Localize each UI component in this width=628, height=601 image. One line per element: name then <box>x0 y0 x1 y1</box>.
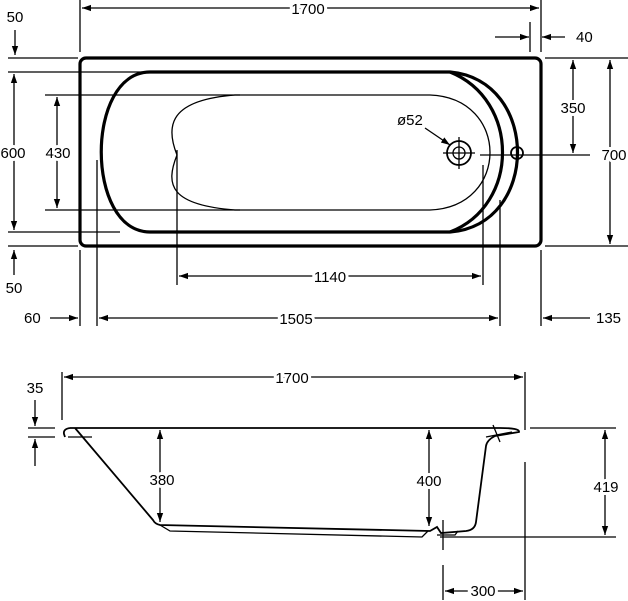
dim-basin-width: 430 <box>45 145 70 162</box>
dim-right-offset: 135 <box>596 310 621 327</box>
side-dim-depth-right: 400 <box>416 473 441 490</box>
dim-drain-to-edge: 350 <box>560 100 585 117</box>
side-dim-rim-thickness: 35 <box>27 380 44 397</box>
drain-diameter-label: ø52 <box>397 112 423 129</box>
drain <box>443 137 475 169</box>
tub-basin-inner-arc <box>449 70 505 234</box>
tub-basin-floor <box>171 94 491 211</box>
side-view: 1700 35 380 400 419 300 <box>27 367 622 601</box>
extension-lines <box>8 0 628 326</box>
top-view: ø52 1700 40 350 <box>0 0 628 328</box>
dim-width-inner: 600 <box>0 145 25 162</box>
side-extension-lines <box>28 372 616 600</box>
dim-inner-length: 1505 <box>279 311 312 328</box>
tub-side-profile <box>70 427 520 534</box>
dim-rim-bottom: 50 <box>6 280 23 297</box>
side-dim-overall-length: 1700 <box>275 370 308 387</box>
side-dim-depth-left: 380 <box>149 472 174 489</box>
side-dim-drain-from-end: 300 <box>470 583 495 600</box>
dim-overall-length: 1700 <box>291 1 324 18</box>
tub-basin-outline <box>99 70 519 234</box>
dim-basin-length: 1140 <box>314 269 346 286</box>
tub-outer-rim <box>78 56 543 248</box>
dim-rim-top: 50 <box>7 9 24 26</box>
tub-rim-lip <box>62 427 71 438</box>
dim-rim-offset: 40 <box>576 29 593 46</box>
dim-overall-width: 700 <box>601 147 626 164</box>
overflow-hole <box>510 146 524 160</box>
dim-left-offset: 60 <box>24 310 41 327</box>
side-dim-overall-height: 419 <box>593 479 618 496</box>
